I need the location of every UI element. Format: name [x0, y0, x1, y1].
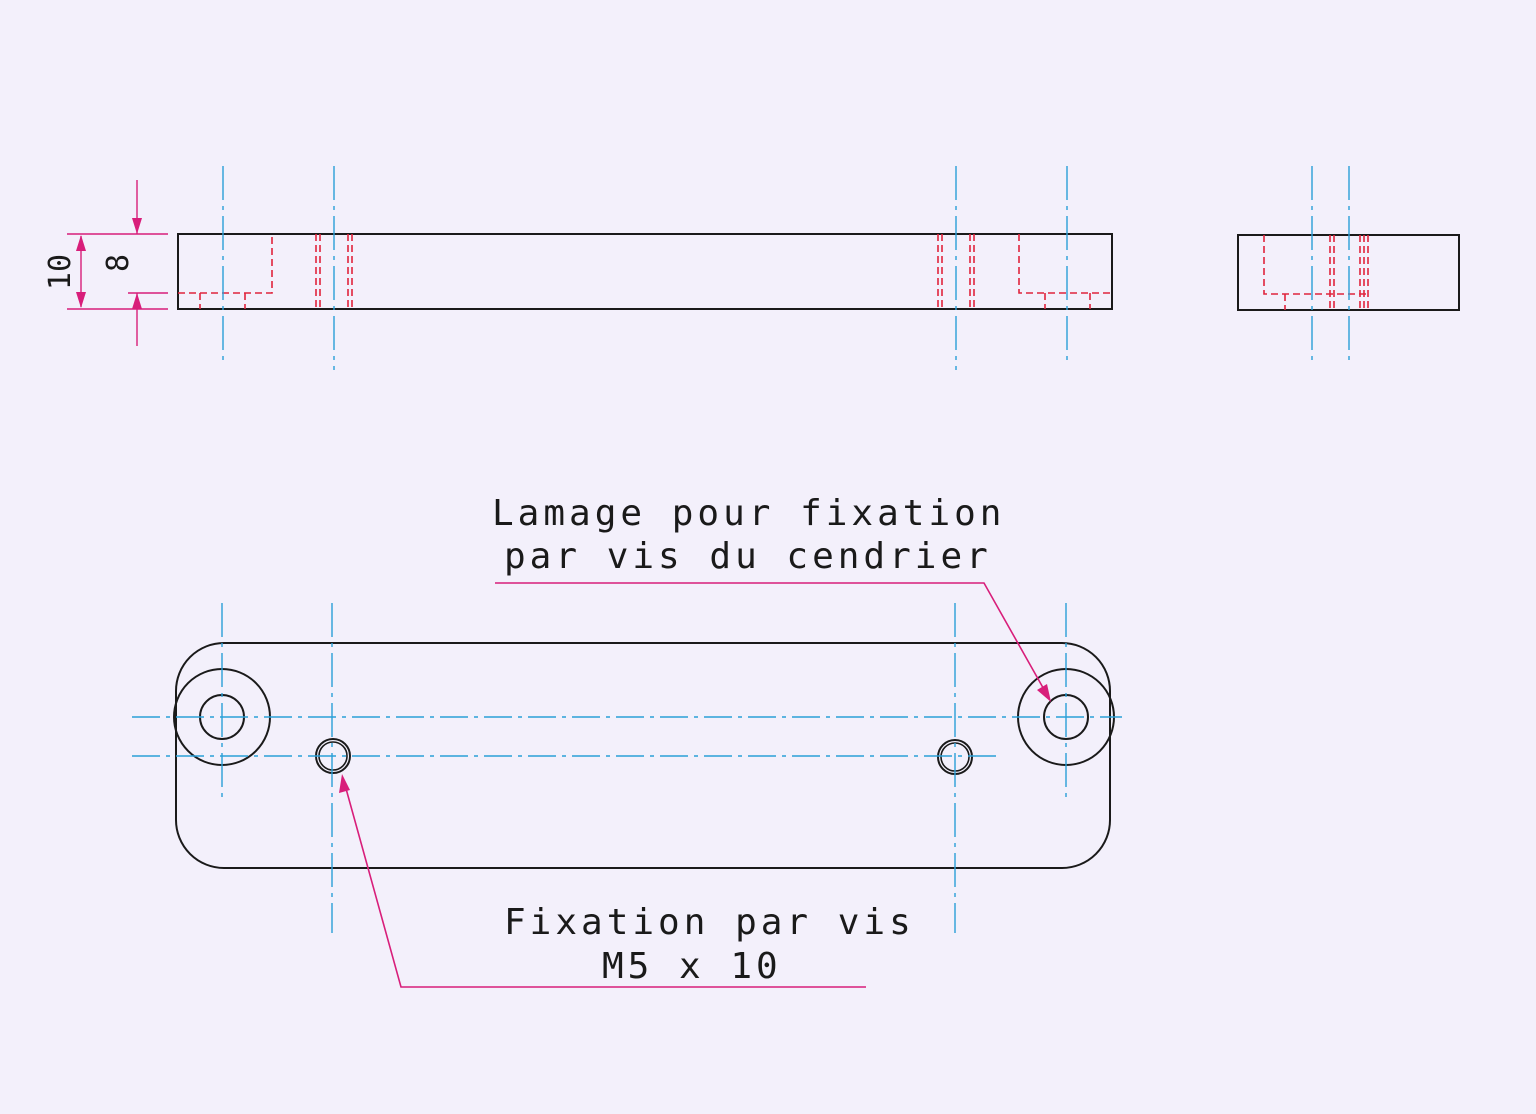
front-right-counterbore-hidden	[1018, 234, 1112, 309]
counterbore-note-line1: Lamage pour fixation	[492, 493, 1005, 534]
side-view-hidden-lines	[1263, 235, 1369, 310]
counterbore-callout: Lamage pour fixation par vis du cendrier	[492, 493, 1051, 702]
counterbore-leader	[495, 582, 1047, 694]
dimension-body-thickness: 8	[101, 180, 168, 346]
screw-leader	[344, 784, 866, 988]
counterbore-note-line2: par vis du cendrier	[504, 536, 992, 577]
screw-note-line2: M5 x 10	[602, 946, 782, 987]
dimension-overall-thickness: 10	[43, 233, 168, 310]
screw-callout: Fixation par vis M5 x 10	[339, 774, 915, 988]
front-view-outline	[177, 233, 1113, 310]
front-left-counterbore-hidden	[178, 234, 273, 309]
side-view	[1237, 166, 1460, 362]
front-view: 10 8	[43, 166, 1113, 370]
dimension-10-label: 10	[43, 254, 78, 290]
screw-leader-arrow	[339, 774, 350, 793]
front-left-hole-hidden	[315, 234, 353, 309]
front-right-hole-hidden	[937, 234, 975, 309]
top-view	[132, 603, 1122, 933]
counterbore-leader-arrow	[1037, 684, 1051, 702]
screw-note-line1: Fixation par vis	[504, 902, 915, 943]
dimension-8-label: 8	[101, 254, 136, 272]
